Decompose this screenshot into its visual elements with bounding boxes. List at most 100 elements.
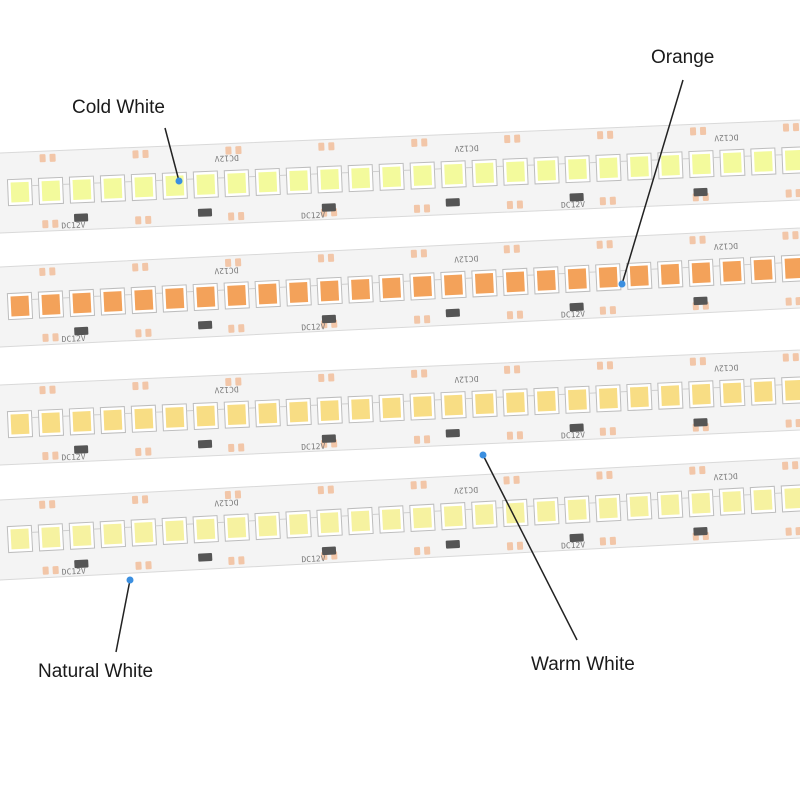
led-phosphor [227, 285, 247, 306]
solder-pad [599, 427, 606, 436]
solder-pad [42, 451, 49, 461]
led-phosphor [661, 154, 680, 176]
led-phosphor [320, 169, 340, 190]
solder-pad [145, 447, 152, 456]
solder-pad [228, 556, 235, 565]
solder-pad [782, 231, 789, 240]
solder-pad [52, 333, 59, 342]
led-phosphor [72, 292, 92, 314]
solder-pad [792, 461, 799, 470]
led-phosphor [537, 160, 556, 181]
led-phosphor [444, 394, 463, 416]
led-phosphor [382, 166, 402, 188]
led-phosphor [413, 165, 433, 186]
solder-pad [782, 123, 790, 132]
strip-voltage-marking: DC12V [301, 554, 326, 564]
resistor [197, 208, 213, 217]
solder-pad [792, 353, 799, 362]
solder-pad [132, 381, 139, 391]
strip-voltage-marking: DC12V [214, 265, 239, 275]
solder-pad [514, 134, 521, 143]
strip-voltage-marking: DC12V [454, 143, 479, 153]
solder-pad [596, 240, 603, 249]
led-phosphor [227, 172, 247, 194]
solder-pad [503, 365, 511, 374]
led-phosphor [289, 170, 309, 192]
led-phosphor [103, 177, 123, 199]
solder-pad [596, 361, 604, 370]
resistor [74, 445, 89, 454]
solder-pad [792, 123, 800, 132]
resistor [445, 428, 460, 438]
led-phosphor [722, 260, 742, 282]
solder-pad [49, 153, 56, 162]
solder-pad [52, 219, 59, 228]
led-phosphor [660, 385, 680, 407]
led-phosphor [753, 259, 773, 281]
solder-pad [421, 138, 428, 147]
led-phosphor [660, 263, 680, 285]
solder-pad [792, 231, 799, 240]
led-phosphor [722, 152, 742, 174]
solder-pad [145, 561, 152, 570]
led-phosphor [784, 257, 800, 279]
resistor [693, 418, 708, 427]
solder-pad [606, 361, 614, 370]
resistor [693, 296, 708, 306]
led-phosphor [103, 409, 123, 431]
solder-pad [39, 267, 46, 276]
solder-pad [516, 200, 524, 209]
solder-pad [606, 240, 613, 249]
label-orange: Orange [651, 47, 715, 68]
solder-pad [609, 196, 616, 205]
solder-pad [49, 267, 56, 276]
solder-pad [49, 385, 56, 394]
led-phosphor [103, 523, 123, 545]
solder-pad [785, 189, 792, 198]
led-phosphor [660, 494, 680, 516]
solder-pad [689, 357, 697, 366]
led-phosphor [382, 397, 402, 419]
resistor [321, 434, 337, 443]
solder-pad [327, 253, 335, 262]
led-phosphor [258, 515, 278, 537]
led-phosphor [505, 271, 525, 293]
solder-pad [504, 134, 511, 144]
led-phosphor [784, 379, 800, 401]
solder-pad [606, 130, 614, 139]
resistor [445, 539, 460, 549]
solder-pad [420, 480, 427, 489]
strip-voltage-marking: DC12V [62, 567, 87, 577]
solder-pad [135, 561, 142, 570]
led-phosphor [474, 272, 494, 294]
solder-pad [145, 328, 152, 337]
solder-pad [513, 475, 520, 484]
solder-pad [699, 357, 707, 366]
leader-line [621, 79, 684, 285]
solder-pad [39, 386, 46, 395]
solder-pad [234, 490, 242, 499]
solder-pad [318, 373, 325, 382]
solder-pad [423, 315, 431, 324]
led-phosphor [475, 162, 494, 184]
solder-pad [142, 149, 149, 159]
solder-pad [135, 329, 142, 338]
solder-pad [597, 131, 604, 140]
solder-pad [317, 254, 325, 263]
led-phosphor [72, 411, 92, 432]
solder-pad [135, 447, 142, 457]
solder-pad [423, 435, 431, 444]
led-phosphor [72, 525, 92, 547]
solder-pad [516, 310, 524, 319]
led-phosphor [691, 492, 711, 514]
solder-pad [49, 500, 56, 509]
led-phosphor [41, 294, 61, 315]
led-phosphor [320, 280, 340, 302]
solder-pad [699, 235, 706, 244]
led-phosphor [537, 390, 556, 412]
led-phosphor [165, 520, 185, 542]
resistor [445, 198, 460, 207]
led-phosphor [475, 393, 494, 415]
solder-pad [785, 419, 792, 428]
